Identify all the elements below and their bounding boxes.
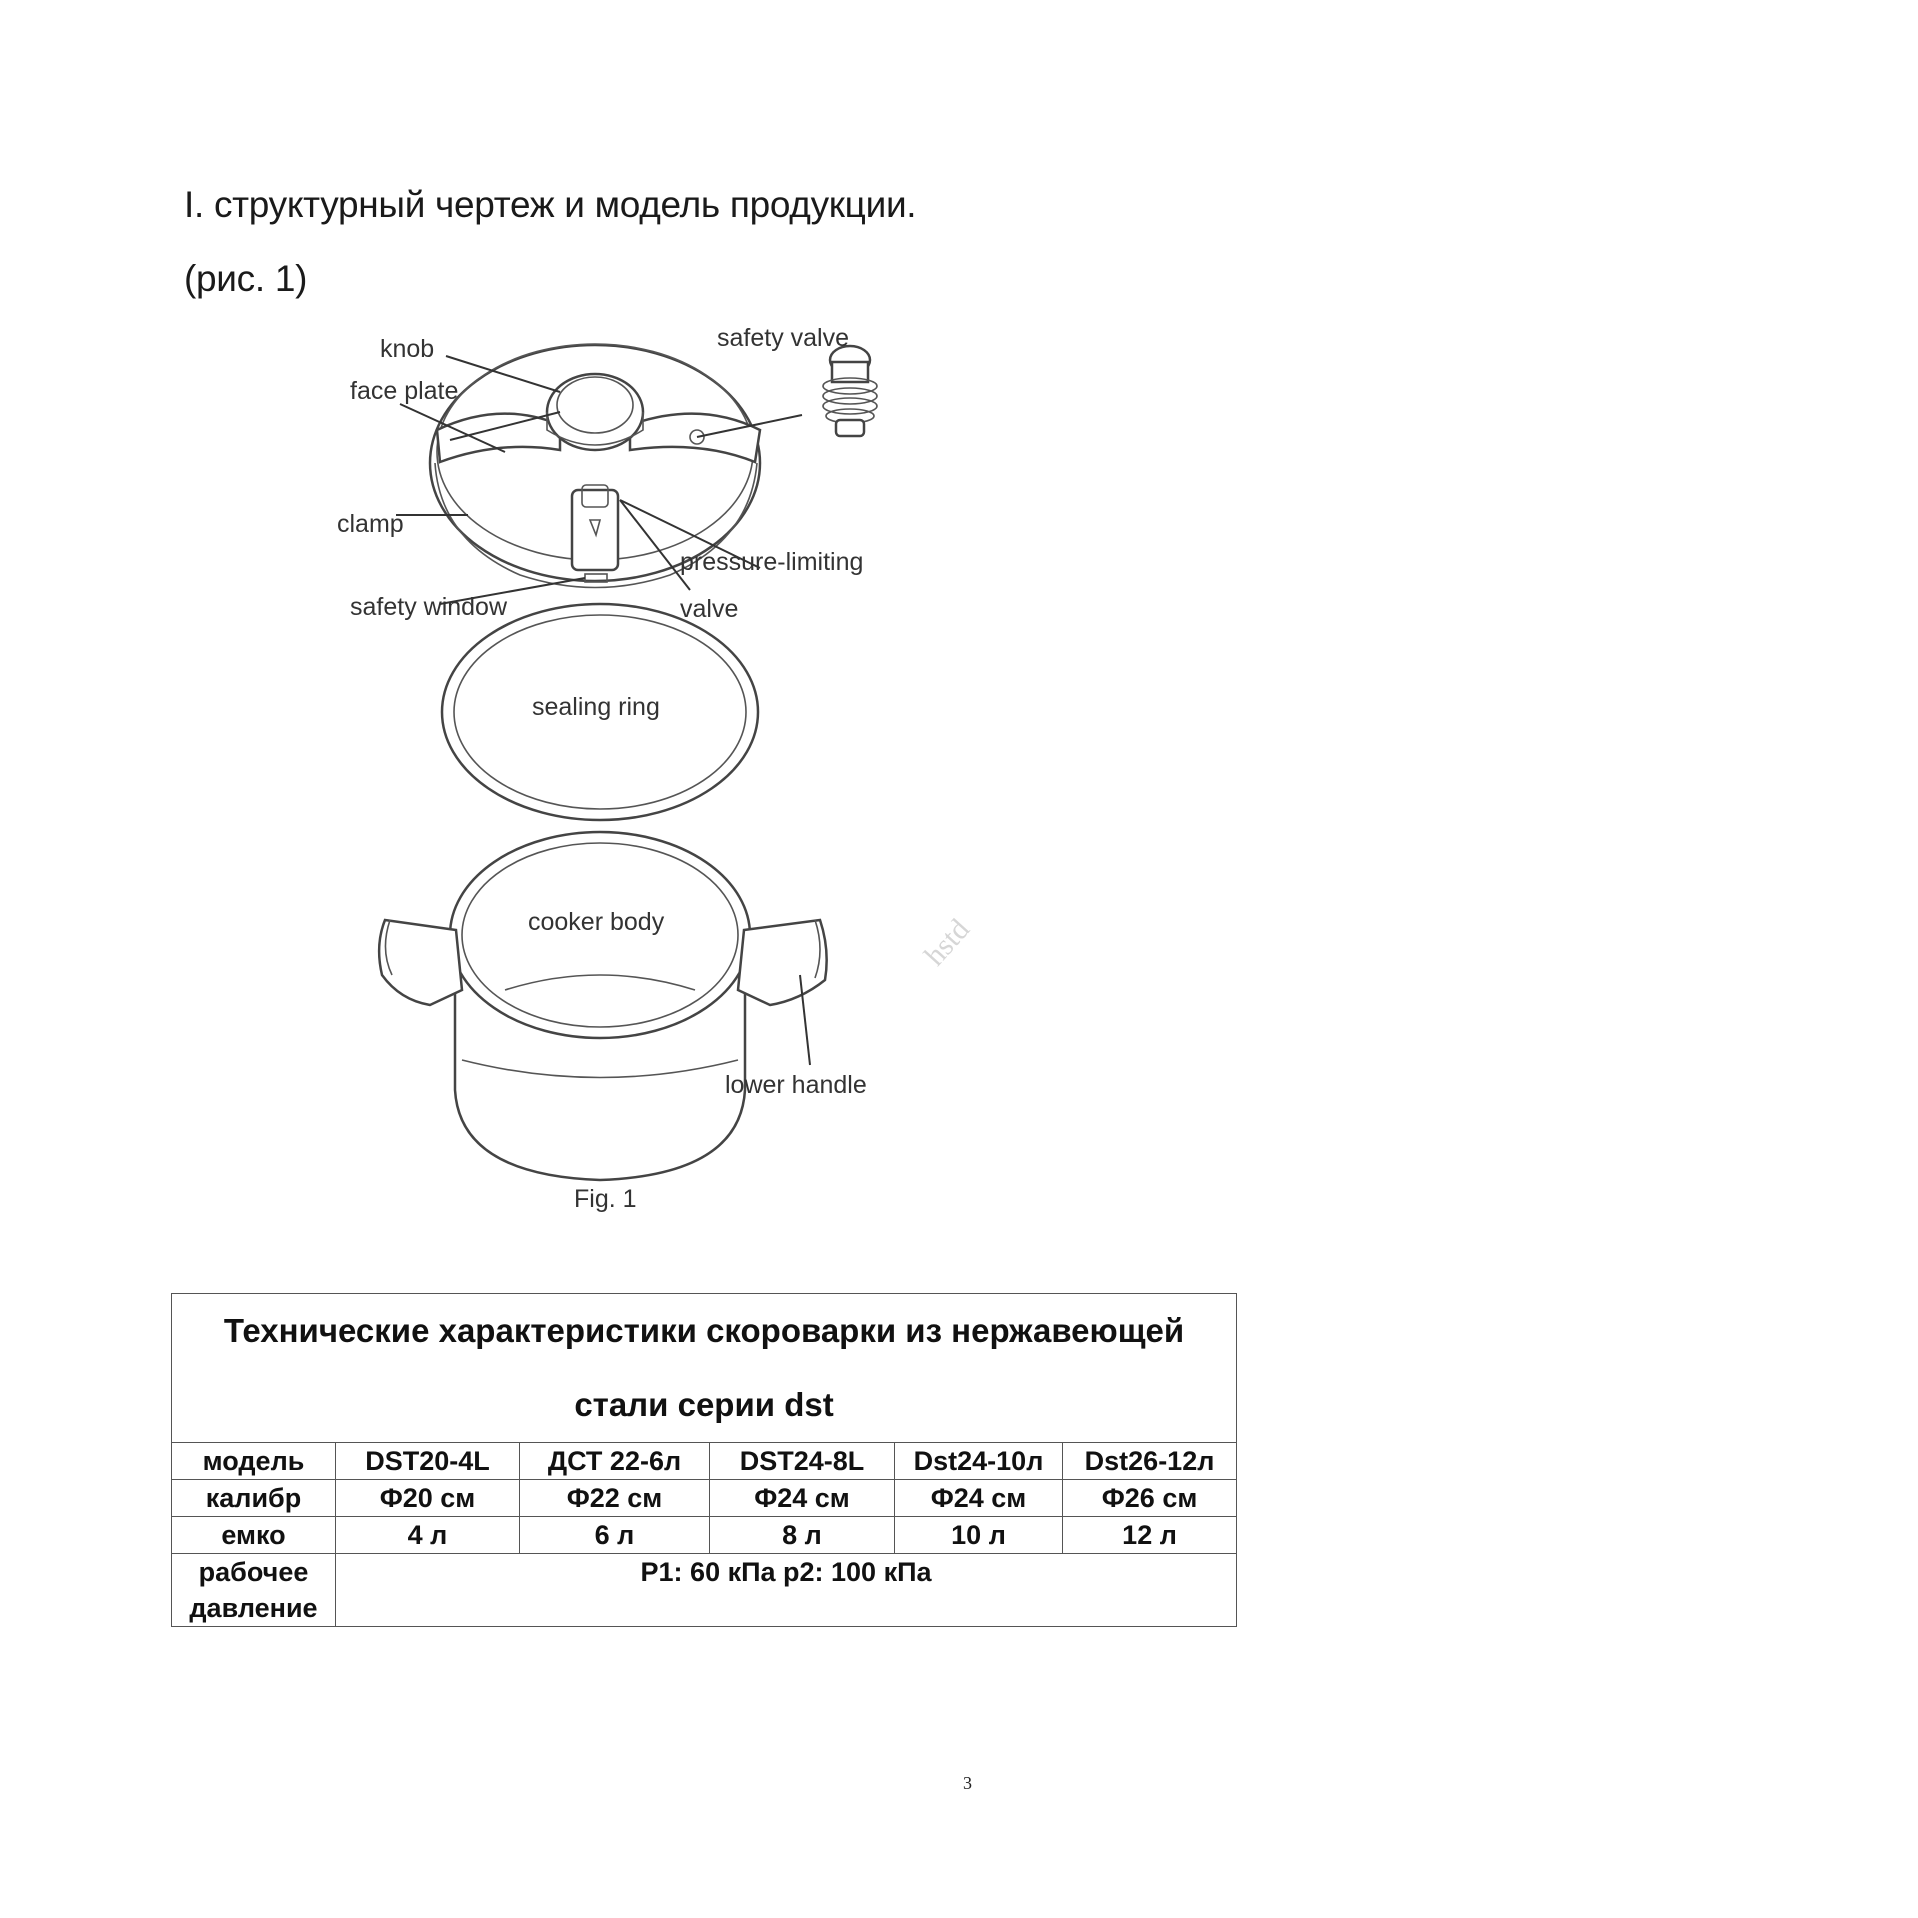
- pressure-label-line-1: рабочее: [198, 1557, 309, 1587]
- table-cell: DST24-8L: [709, 1442, 895, 1480]
- row-label: емко: [171, 1516, 336, 1554]
- table-cell: Ф26 см: [1061, 1479, 1238, 1517]
- label-safety-valve: safety valve: [717, 324, 849, 352]
- lid-drawing: [428, 343, 878, 589]
- label-knob: knob: [380, 335, 434, 363]
- label-face-plate: face plate: [350, 377, 458, 405]
- label-clamp: clamp: [337, 510, 404, 538]
- table-cell: DST20-4L: [335, 1442, 520, 1480]
- table-cell: Ф24 см: [894, 1479, 1063, 1517]
- safety-valve-part: [822, 344, 878, 438]
- section-title: I. структурный чертеж и модель продукции…: [184, 184, 917, 225]
- table-row-pressure: рабочее давление P1: 60 кПа p2: 100 кПа: [171, 1553, 1238, 1627]
- row-label: модель: [171, 1442, 336, 1480]
- table-row-caliber: калибр Ф20 см Ф22 см Ф24 см Ф24 см Ф26 с…: [171, 1479, 1238, 1517]
- table-cell: 4 л: [335, 1516, 520, 1554]
- table-title: Технические характеристики скороварки из…: [170, 1293, 1238, 1443]
- table-cell: 8 л: [709, 1516, 895, 1554]
- pressure-label-line-2: давление: [189, 1593, 318, 1623]
- label-pressure-limiting: pressure-limiting: [680, 548, 863, 576]
- table-cell: Dst26-12л: [1061, 1442, 1238, 1480]
- label-safety-window: safety window: [350, 593, 508, 621]
- specifications-table: Технические характеристики скороварки из…: [170, 1293, 1238, 1627]
- figure-reference: (рис. 1): [184, 258, 308, 299]
- table-cell: ДСТ 22-6л: [519, 1442, 710, 1480]
- table-cell: Ф22 см: [519, 1479, 710, 1517]
- leader-lines: [396, 355, 811, 1066]
- label-cooker-body: cooker body: [528, 908, 665, 936]
- table-cell: 12 л: [1061, 1516, 1238, 1554]
- table-row-capacity: емко 4 л 6 л 8 л 10 л 12 л: [171, 1516, 1238, 1554]
- table-cell: Ф24 см: [709, 1479, 895, 1517]
- cooker-body-drawing: [377, 830, 828, 1182]
- table-title-line-2: стали серии dst: [574, 1386, 834, 1423]
- figure-caption: Fig. 1: [574, 1185, 637, 1213]
- page-number: 3: [963, 1773, 972, 1793]
- pressure-cooker-diagram: knob face plate safety valve clamp press…: [337, 324, 878, 1213]
- label-lower-handle: lower handle: [725, 1071, 867, 1099]
- pressure-value: P1: 60 кПа p2: 100 кПа: [334, 1553, 1238, 1627]
- table-cell: 6 л: [519, 1516, 710, 1554]
- table-row-model: модель DST20-4L ДСТ 22-6л DST24-8L Dst24…: [171, 1442, 1238, 1480]
- label-sealing-ring: sealing ring: [532, 693, 660, 721]
- sealing-ring-drawing: [440, 602, 760, 822]
- table-cell: 10 л: [894, 1516, 1063, 1554]
- table-cell: Ф20 см: [335, 1479, 520, 1517]
- label-valve: valve: [680, 595, 738, 623]
- row-label: калибр: [171, 1479, 336, 1517]
- table-cell: Dst24-10л: [894, 1442, 1063, 1480]
- table-title-line-1: Технические характеристики скороварки из…: [223, 1312, 1185, 1349]
- row-label-pressure: рабочее давление: [171, 1553, 336, 1627]
